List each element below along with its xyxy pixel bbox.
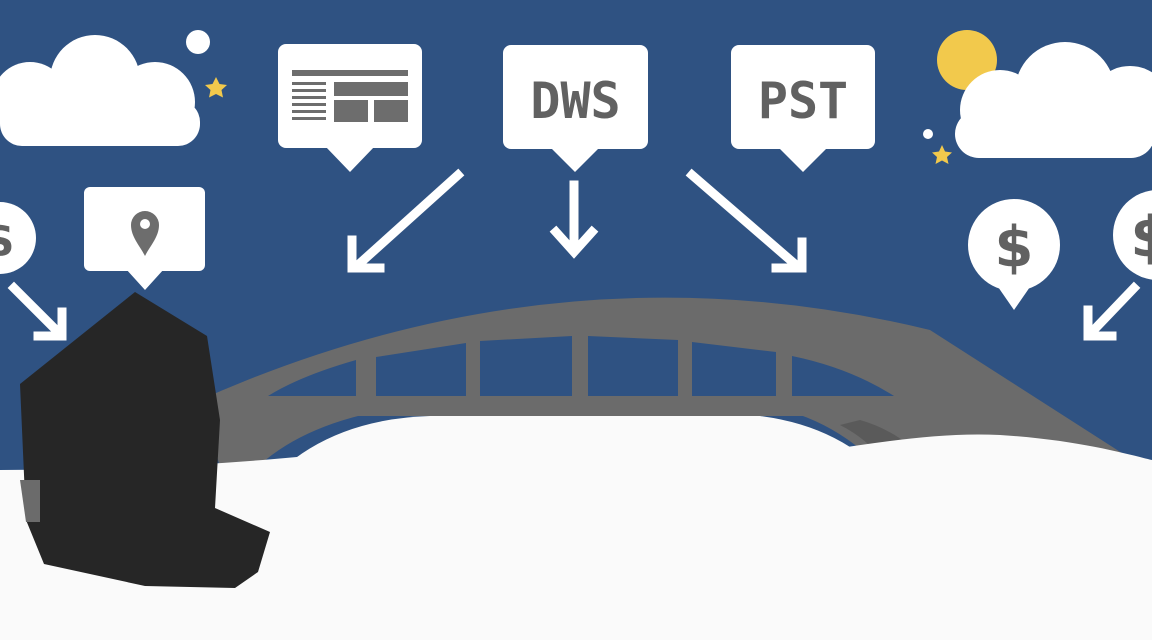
pst-label: PST bbox=[758, 72, 848, 130]
dollar-coin-icon-left: $ bbox=[0, 202, 36, 274]
small-dot bbox=[923, 129, 933, 139]
down-arrow-icon-pst bbox=[685, 168, 807, 273]
svg-text:$: $ bbox=[1131, 205, 1152, 270]
location-bubble bbox=[84, 187, 205, 290]
pst-bubble: PST bbox=[731, 45, 875, 172]
document-bubble bbox=[278, 44, 422, 172]
svg-text:$: $ bbox=[0, 212, 15, 268]
star-icon-right bbox=[932, 145, 952, 164]
moon-dot bbox=[186, 30, 210, 54]
cloud-icon-right bbox=[955, 42, 1152, 158]
svg-text:$: $ bbox=[995, 215, 1034, 280]
dollar-coin-icon-far-right: $ bbox=[1113, 190, 1152, 280]
location-pin-icon bbox=[131, 211, 159, 256]
dollar-coin-icon-right: $ bbox=[968, 199, 1060, 310]
down-arrow-icon-dws bbox=[549, 180, 599, 259]
dws-label: DWS bbox=[530, 72, 620, 130]
down-arrow-icon-left-coin bbox=[7, 281, 67, 341]
arch-underside bbox=[240, 416, 918, 524]
dws-bubble: DWS bbox=[503, 45, 648, 172]
bridge-left-foot bbox=[20, 480, 40, 522]
star-icon-left bbox=[205, 77, 227, 98]
down-arrow-icon-right-coin bbox=[1083, 281, 1141, 341]
document-layout-icon bbox=[292, 70, 408, 122]
cloud-icon-left bbox=[0, 35, 200, 146]
cliff-rock bbox=[20, 292, 270, 588]
down-arrow-icon-doc bbox=[347, 168, 465, 273]
